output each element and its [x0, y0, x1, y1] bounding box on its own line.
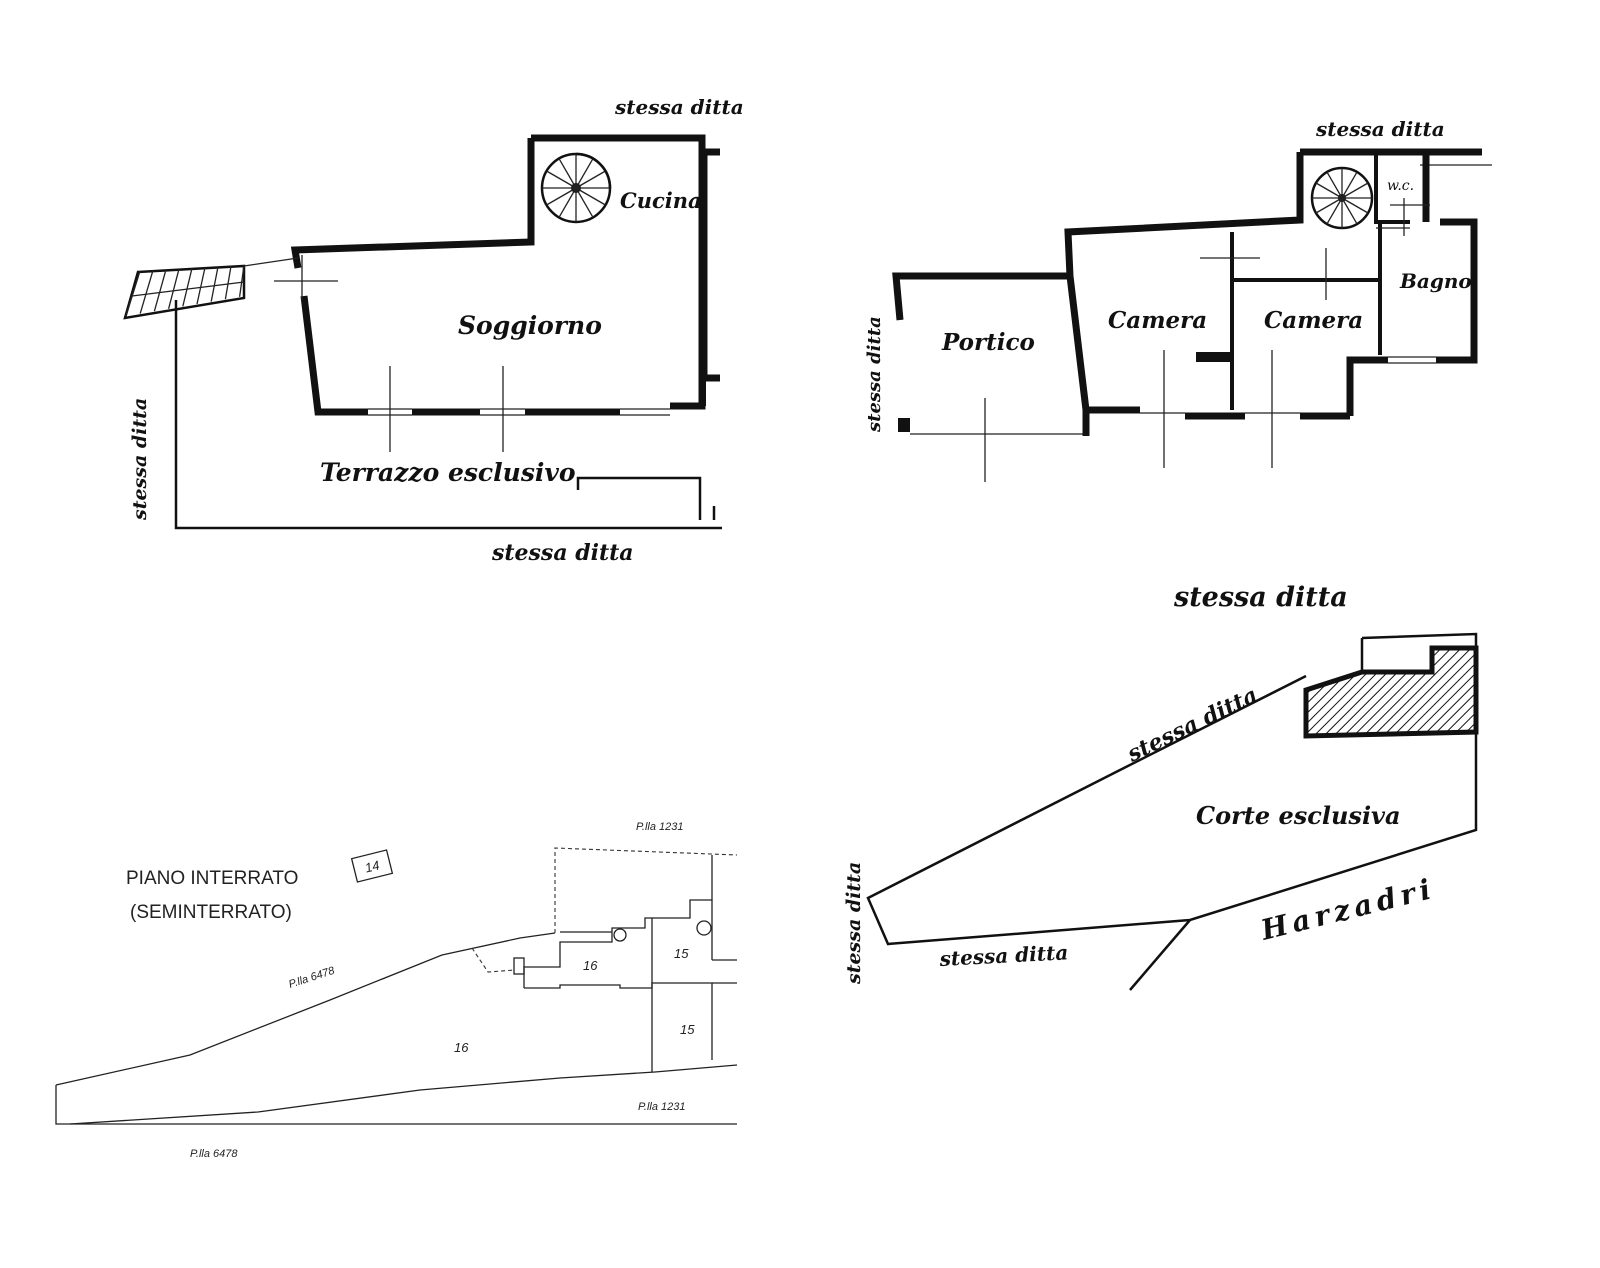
wall-stub: [1196, 352, 1232, 362]
stair-tread: [558, 158, 577, 189]
portico-right-wall: [1066, 275, 1090, 436]
upper-wall: [290, 138, 535, 269]
stair-tread: [1326, 197, 1343, 225]
bottom-right-site-plan: stessa ditta stessa ditta stessa ditta s…: [843, 582, 1479, 991]
neighbor-bottom-label: stessa ditta: [491, 540, 634, 566]
road-label: Harzadri: [1257, 872, 1439, 947]
stair-tread: [1315, 182, 1343, 199]
subunit-15-upper: 15: [674, 946, 689, 961]
parcel-bottom-left-label: P.lla 6478: [190, 1148, 238, 1160]
spiral-staircase-icon: [1310, 166, 1374, 230]
stair-tread: [575, 187, 594, 218]
stair-icon: [613, 928, 627, 942]
neighbor-top-label: stessa ditta: [1315, 117, 1445, 141]
neighbor-left-label: stessa ditta: [129, 398, 151, 521]
upper-wall: [1064, 152, 1304, 277]
parcel-outline-diag: [55, 932, 556, 1086]
neighbor-left-label: stessa ditta: [843, 862, 865, 985]
stair-tread: [575, 158, 594, 189]
floor-title-line1: PIANO INTERRATO: [126, 868, 298, 889]
stair-tread: [1315, 197, 1343, 214]
left-wall: [300, 295, 368, 416]
bath-outer-wall: [1436, 218, 1478, 364]
neighbor-bottom-label: stessa ditta: [938, 940, 1069, 971]
wc-wall: [1374, 152, 1410, 224]
parcel-outline-bottom: [69, 1064, 738, 1125]
exterior-staircase-icon: [123, 264, 246, 320]
building-hatched-footprint: [1303, 645, 1479, 739]
building-footprint-bottom: [524, 982, 713, 1060]
step-icon: [513, 957, 525, 975]
road-edge: [1129, 919, 1191, 991]
subunit-16-lower: 16: [454, 1040, 469, 1055]
bedroom-1-label: Camera: [1108, 307, 1207, 334]
bottom-left-cadastral-plan: 14 PIANO INTERRATO (SEMINTERRATO) P.lla …: [55, 821, 738, 1160]
stair-tread: [1341, 197, 1369, 214]
stair-landing-line: [131, 281, 245, 297]
stair-tread: [153, 269, 167, 312]
stair-tread: [238, 265, 245, 297]
stair-tread: [1341, 171, 1358, 199]
stair-tread: [546, 170, 577, 189]
terrace-label: Terrazzo esclusivo: [320, 458, 576, 487]
stair-tread: [167, 268, 180, 309]
parcel-bottom-right-label: P.lla 1231: [638, 1101, 686, 1113]
stair-icon: [696, 920, 712, 936]
parcel-top-right-label: P.lla 1231: [636, 821, 684, 833]
stair-tread: [139, 270, 154, 314]
stair-connector: [243, 257, 299, 267]
bedroom-2-label: Camera: [1264, 307, 1363, 334]
right-wall-partial: [700, 148, 720, 382]
parcel-diag-label: P.lla 6478: [287, 964, 337, 990]
building-footprint: [523, 899, 713, 988]
parcel-outline: [55, 1085, 737, 1125]
living-room-label: Soggiorno: [458, 311, 602, 340]
sheet-number: 14: [363, 857, 381, 875]
courtyard-label: Corte esclusiva: [1196, 801, 1401, 830]
wc-label: w.c.: [1387, 178, 1414, 194]
spiral-staircase-icon: [540, 152, 612, 224]
neighbor-left-label: stessa ditta: [864, 316, 885, 433]
stair-tread: [558, 187, 577, 218]
stair-tread: [1341, 182, 1369, 199]
dashed-boundary: [471, 947, 516, 973]
stair-tread: [1341, 197, 1358, 225]
subunit-16-upper: 16: [583, 958, 598, 973]
stair-tread: [125, 270, 141, 317]
dashed-boundary: [554, 847, 738, 933]
portico-label: Portico: [941, 329, 1035, 356]
terrace-boundary: [576, 476, 702, 520]
portico-top-wall: [892, 272, 1070, 321]
neighbor-top-label: stessa ditta: [614, 95, 744, 119]
stair-tread: [546, 187, 577, 206]
stair-tread: [575, 187, 606, 206]
stair-tread: [196, 267, 206, 305]
stair-tread: [182, 268, 193, 307]
top-left-floor-plan: Cucina Soggiorno Terrazzo esclusivo stes…: [123, 95, 744, 566]
stair-tread: [1326, 171, 1343, 199]
floor-title-line2: (SEMINTERRATO): [130, 902, 292, 923]
stair-tread: [224, 265, 232, 300]
top-right-floor-plan: stessa ditta stessa ditta w.c. Bagno Por…: [864, 117, 1492, 482]
step-wall: [1346, 356, 1388, 416]
property-boundary: [174, 300, 722, 530]
sheet-number-box: 14: [350, 849, 394, 883]
stair-tread: [210, 266, 219, 302]
neighbor-diag-label: stessa ditta: [1122, 682, 1262, 768]
kitchen-label: Cucina: [620, 188, 702, 213]
courtyard-boundary: [866, 674, 1478, 946]
stair-tread: [575, 170, 606, 189]
bath-label: Bagno: [1399, 269, 1472, 293]
neighbor-top-label: stessa ditta: [1173, 582, 1348, 613]
subunit-15-lower: 15: [680, 1022, 695, 1037]
portico-pillar-block: [898, 418, 910, 432]
kitchen-living-outer-wall: [531, 134, 706, 410]
